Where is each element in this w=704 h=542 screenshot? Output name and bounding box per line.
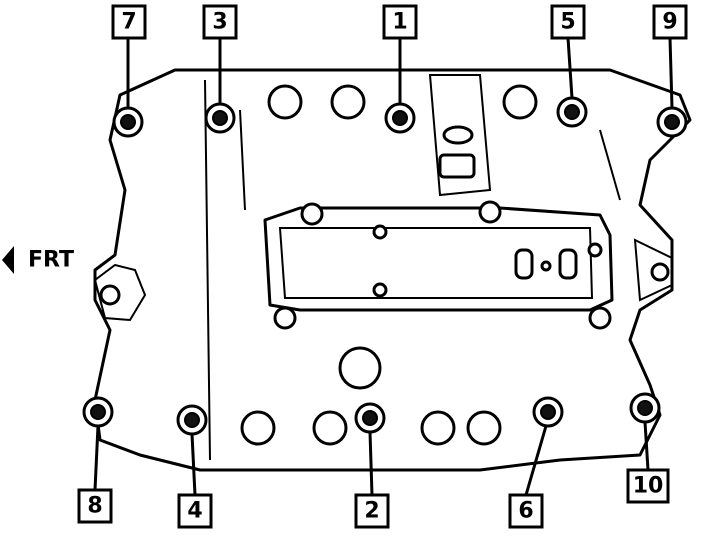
callout-7-label: 7 <box>121 10 136 35</box>
front-indicator: FRT <box>2 246 74 274</box>
callout-4-label: 4 <box>187 499 202 524</box>
callout-10: 10 <box>626 468 670 504</box>
bolts <box>82 96 688 436</box>
callout-3: 3 <box>202 4 238 40</box>
bolt-10 <box>629 392 661 424</box>
bolt-2 <box>354 402 386 434</box>
leader-lines <box>93 37 674 496</box>
callout-7: 7 <box>111 4 147 40</box>
callout-5-label: 5 <box>560 10 575 35</box>
bolt-7 <box>112 106 144 138</box>
callout-2-label: 2 <box>364 499 379 524</box>
callout-5: 5 <box>550 4 586 40</box>
bolt-5 <box>556 96 588 128</box>
bolt-3 <box>204 102 236 134</box>
bolt-6 <box>532 396 564 428</box>
front-label: FRT <box>28 248 74 273</box>
bolt-1 <box>384 102 416 134</box>
callout-4: 4 <box>177 493 213 529</box>
callout-6-label: 6 <box>518 499 533 524</box>
callout-1: 1 <box>382 4 418 40</box>
callout-8: 8 <box>77 488 113 524</box>
bolt-4 <box>176 404 208 436</box>
callout-3-label: 3 <box>212 10 227 35</box>
callout-9-label: 9 <box>662 10 677 35</box>
callout-2: 2 <box>354 493 390 529</box>
callout-9: 9 <box>652 4 688 40</box>
bolt-9 <box>656 106 688 138</box>
callout-6: 6 <box>508 493 544 529</box>
front-arrow-icon <box>2 246 14 274</box>
bolt-8 <box>82 396 114 428</box>
callout-10-label: 10 <box>633 474 664 499</box>
manifold-body <box>93 68 692 472</box>
callout-8-label: 8 <box>87 494 102 519</box>
callout-1-label: 1 <box>392 10 407 35</box>
